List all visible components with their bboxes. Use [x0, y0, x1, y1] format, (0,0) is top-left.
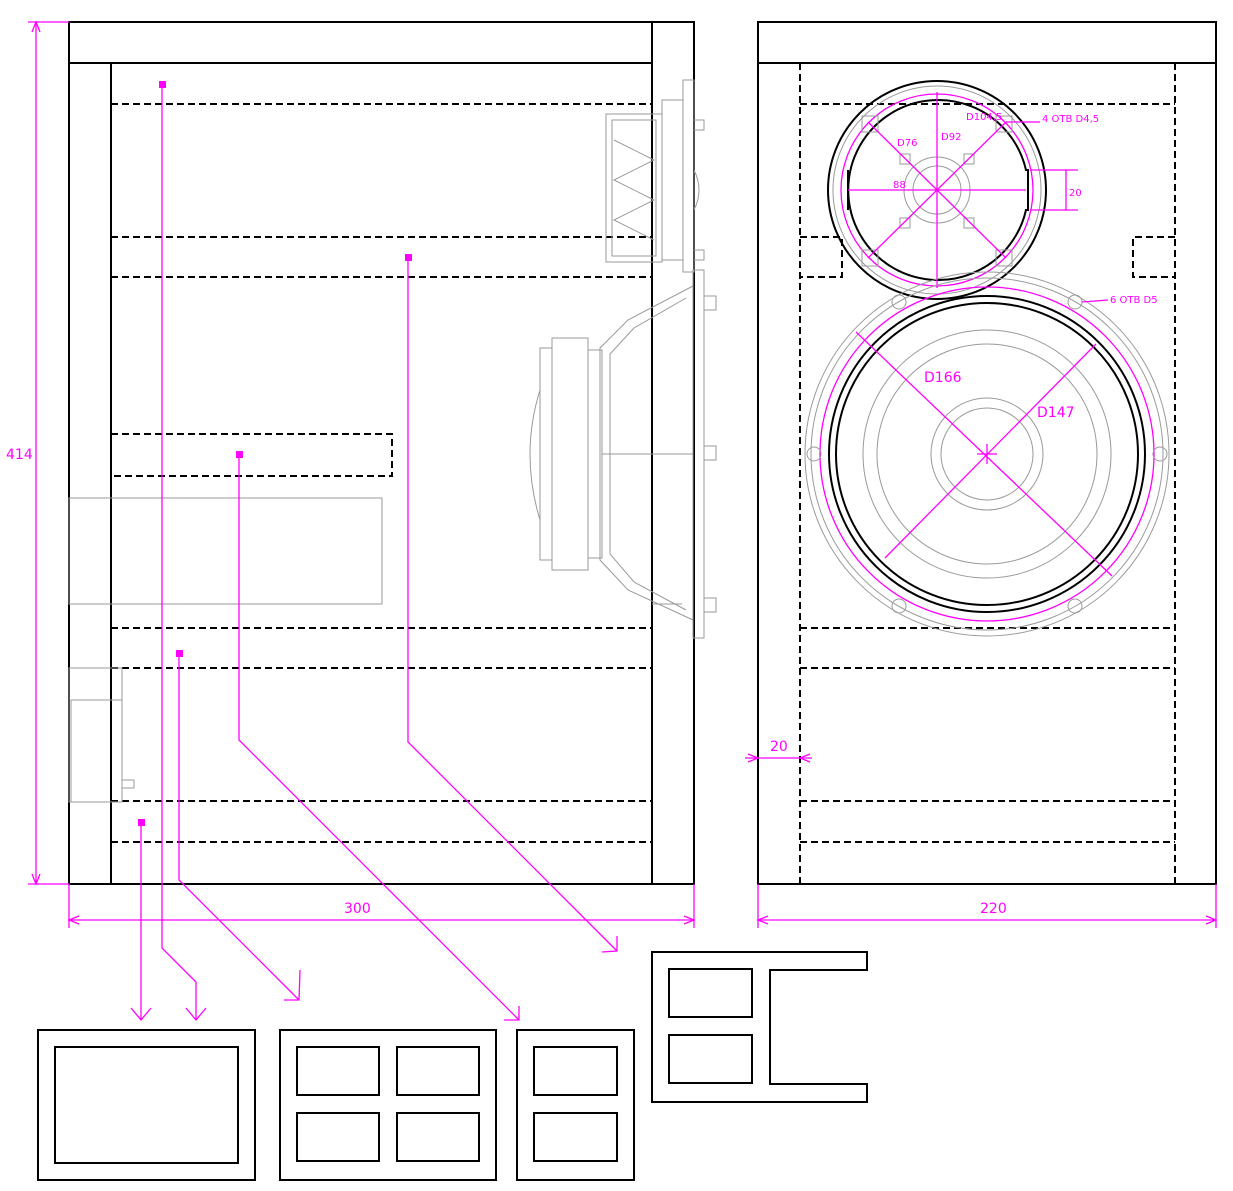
section-four-chamber [279, 1029, 497, 1181]
section-profiles [37, 951, 868, 1181]
section-solid [37, 1029, 256, 1181]
front-view: 20 [745, 21, 1217, 885]
woofer-outer-diameter-label: D166 [924, 370, 962, 386]
panel-thickness-dimension: 20 [745, 739, 812, 763]
bass-reflex-port [68, 497, 383, 605]
woofer-side-view [529, 269, 717, 639]
overall-dimensions: 414 300 220 [6, 20, 1218, 928]
tweeter-side-view [605, 79, 705, 273]
woofer-mounting-holes-label: 6 ОТВ D5 [1110, 295, 1158, 306]
tweeter-flange-diameter-label: D104,5 [966, 112, 1002, 123]
woofer-front [804, 271, 1170, 637]
tweeter-notch-height-label: 20 [1069, 188, 1082, 199]
tweeter-bolt-circle-label: D92 [941, 132, 961, 143]
terminal-cup [68, 667, 123, 803]
side-view-outline [68, 21, 695, 885]
panel-thickness-label: 20 [770, 739, 788, 755]
front-view-hidden-lines [799, 63, 1176, 884]
tweeter-cutout-diameter-label: D76 [897, 138, 917, 149]
woofer-cutout-diameter-label: D147 [1037, 405, 1075, 421]
section-leader-lines [130, 81, 618, 1022]
tweeter-mounting-holes-label: 4 ОТВ D4,5 [1042, 114, 1099, 125]
tweeter-flat-width-label: 88 [893, 180, 906, 191]
tweeter-front [827, 80, 1078, 300]
side-view [68, 21, 717, 885]
height-dimension-label: 414 [6, 447, 33, 463]
section-two-chamber [516, 1029, 635, 1181]
front-width-dimension-label: 220 [980, 901, 1007, 917]
front-view-outline [757, 21, 1217, 885]
driver-dimension-labels: D104,5 D92 D76 88 20 4 ОТВ D4,5 D166 D14… [893, 112, 1158, 421]
side-width-dimension-label: 300 [344, 901, 371, 917]
section-h-profile [651, 951, 868, 1103]
side-view-braces [111, 103, 652, 843]
